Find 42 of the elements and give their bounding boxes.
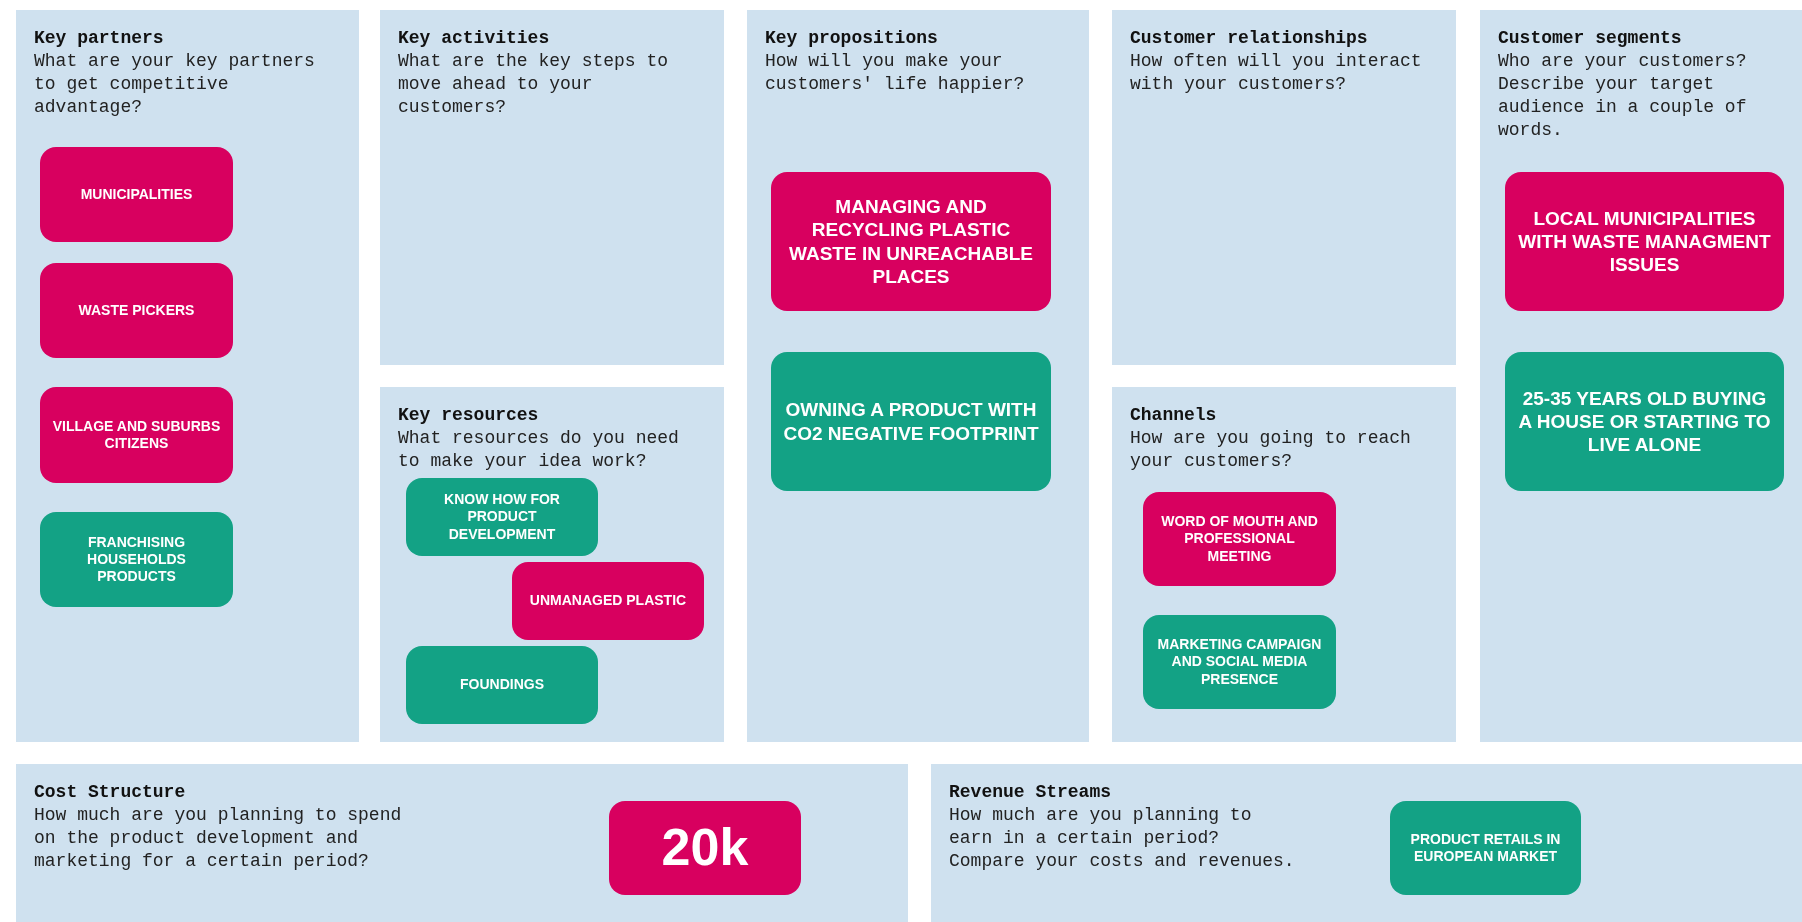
sticky-note: WORD OF MOUTH AND PROFESSIONAL MEETING — [1143, 492, 1336, 586]
sticky-note: LOCAL MUNICIPALITIES WITH WASTE MANAGMENT ISSUES — [1505, 172, 1784, 311]
canvas-section — [1480, 10, 1802, 742]
sticky-note: FRANCHISING HOUSEHOLDS PRODUCTS — [40, 512, 233, 607]
section-question: How much are you planning to spend on the product development and marketing for a certain period? — [34, 804, 403, 873]
canvas-section — [380, 387, 724, 742]
section-question: How much are you planning to earn in a certain period? Compare your costs and revenues. — [949, 804, 1295, 873]
canvas-section — [747, 10, 1089, 742]
section-heading: Revenue Streams — [949, 781, 1113, 804]
sticky-note: UNMANAGED PLASTIC — [512, 562, 704, 640]
canvas-section — [380, 10, 724, 365]
section-heading: Customer relationships — [1130, 27, 1369, 50]
section-heading: Key resources — [398, 404, 540, 427]
canvas-section — [931, 764, 1802, 922]
sticky-note: FOUNDINGS — [406, 646, 598, 724]
canvas-section — [1112, 10, 1456, 365]
sticky-note: VILLAGE AND SUBURBS CITIZENS — [40, 387, 233, 483]
section-heading: Key activities — [398, 27, 551, 50]
section-heading: Key propositions — [765, 27, 939, 50]
canvas-section — [16, 10, 359, 742]
sticky-note: PRODUCT RETAILS IN EUROPEAN MARKET — [1390, 801, 1581, 895]
sticky-note: WASTE PICKERS — [40, 263, 233, 358]
section-heading: Cost Structure — [34, 781, 187, 804]
section-question: How often will you interact with your customers? — [1130, 50, 1423, 96]
sticky-note: MARKETING CAMPAIGN AND SOCIAL MEDIA PRESENCE — [1143, 615, 1336, 709]
section-question: How are you going to reach your customers? — [1130, 427, 1412, 473]
canvas-section — [16, 764, 908, 922]
sticky-note: 25-35 YEARS OLD BUYING A HOUSE OR STARTING TO LIVE ALONE — [1505, 352, 1784, 491]
section-heading: Key partners — [34, 27, 165, 50]
sticky-note: MANAGING AND RECYCLING PLASTIC WASTE IN UNREACHABLE PLACES — [771, 172, 1051, 311]
section-question: Who are your customers? Describe your target audience in a couple of words. — [1498, 50, 1748, 142]
canvas-section — [1112, 387, 1456, 742]
sticky-note: KNOW HOW FOR PRODUCT DEVELOPMENT — [406, 478, 598, 556]
section-question: How will you make your customers' life happier? — [765, 50, 1026, 96]
section-question: What are the key steps to move ahead to your customers? — [398, 50, 670, 119]
section-heading: Channels — [1130, 404, 1218, 427]
sticky-note: MUNICIPALITIES — [40, 147, 233, 242]
section-question: What are your key partners to get competitive advantage? — [34, 50, 316, 119]
sticky-note: 20k — [609, 801, 801, 895]
sticky-note: OWNING A PRODUCT WITH CO2 NEGATIVE FOOTPRINT — [771, 352, 1051, 491]
section-heading: Customer segments — [1498, 27, 1683, 50]
section-question: What resources do you need to make your idea work? — [398, 427, 680, 473]
